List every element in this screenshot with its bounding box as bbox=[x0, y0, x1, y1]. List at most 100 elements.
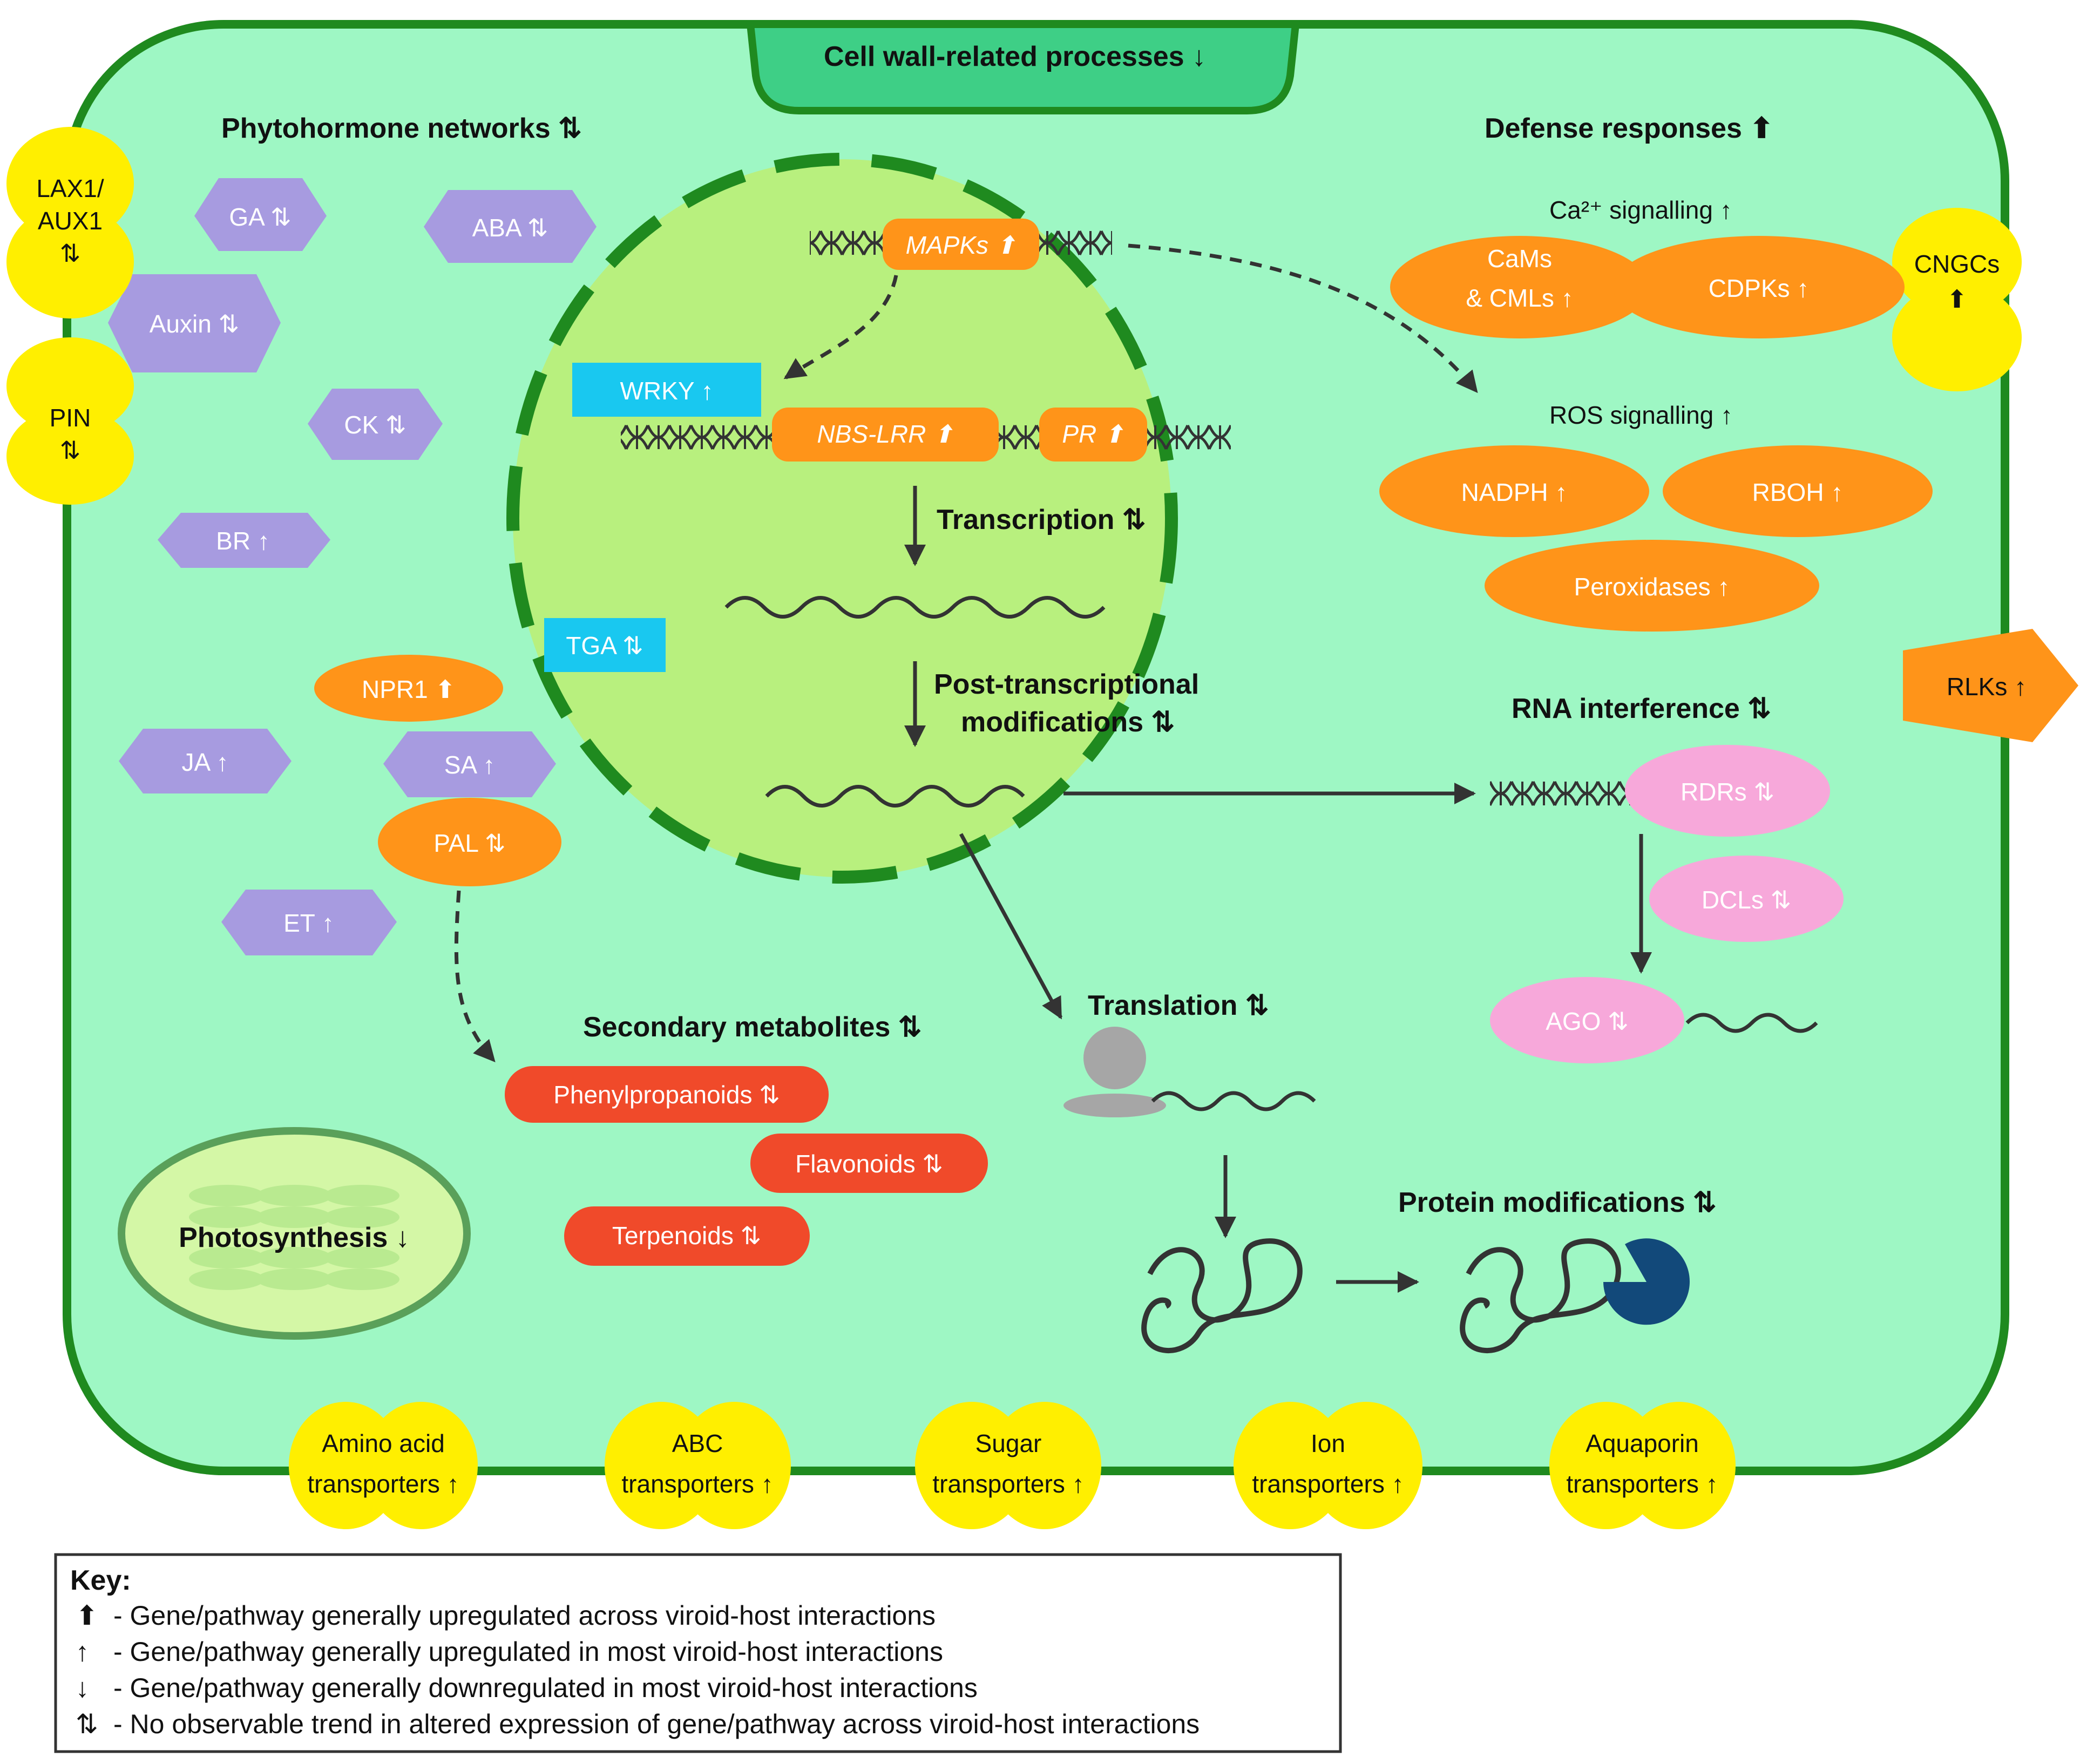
pr-label: PR ⬆ bbox=[1062, 420, 1124, 448]
pin-line2: ⇅ bbox=[60, 436, 81, 464]
key-symbol-3: ↓ bbox=[76, 1673, 89, 1703]
mrna-to-translation-arrow bbox=[959, 833, 1063, 1020]
amino-acid-transporter: Amino acid transporters ↑ bbox=[289, 1402, 478, 1529]
pal-node bbox=[378, 798, 561, 886]
pal-label: PAL ⇅ bbox=[433, 829, 505, 857]
pin-line1: PIN bbox=[50, 404, 91, 432]
hormone-ga-label: GA ⇅ bbox=[229, 203, 291, 231]
key-symbol-1: ⬆ bbox=[76, 1600, 98, 1631]
lax1-line2: AUX1 bbox=[38, 207, 103, 235]
tga-box bbox=[544, 618, 666, 672]
sirna-strand bbox=[1685, 1013, 1818, 1033]
key-text-1: - Gene/pathway generally upregulated acr… bbox=[113, 1600, 936, 1631]
modified-protein-icon bbox=[1460, 1238, 1621, 1353]
abc-transporter: ABC transporters ↑ bbox=[605, 1402, 791, 1529]
nbs-lrr-gene bbox=[772, 408, 999, 462]
peroxidases-node bbox=[1485, 540, 1819, 632]
translation-title: Translation ⇅ bbox=[1088, 990, 1269, 1021]
pin-transporter: PIN ⇅ bbox=[6, 337, 134, 505]
aquaporin-line1: Aquaporin bbox=[1586, 1429, 1699, 1457]
rdrs-node bbox=[1625, 745, 1830, 837]
post-transcription-line2: modifications ⇅ bbox=[961, 707, 1175, 738]
key-text-4: - No observable trend in altered express… bbox=[113, 1709, 1200, 1739]
rnai-title: RNA interference ⇅ bbox=[1512, 693, 1771, 724]
cams-line2: & CMLs ↑ bbox=[1466, 284, 1573, 312]
abc-line2: transporters ↑ bbox=[621, 1470, 773, 1498]
pal-to-metabolites-arrow bbox=[454, 890, 496, 1063]
hormone-br-label: BR ↑ bbox=[216, 527, 270, 555]
nbs-lrr-label: NBS-LRR ⬆ bbox=[817, 420, 953, 448]
rdrs-label: RDRs ⇅ bbox=[1681, 778, 1774, 806]
amino-acid-line1: Amino acid bbox=[322, 1429, 445, 1457]
hormone-et-label: ET ↑ bbox=[283, 909, 334, 937]
folded-protein-icon bbox=[1141, 1238, 1303, 1353]
post-transcription-line1: Post-transcriptional bbox=[934, 669, 1199, 700]
hormone-sa-label: SA ↑ bbox=[444, 751, 496, 779]
thylakoid-stacks bbox=[189, 1185, 399, 1290]
key-box bbox=[54, 1553, 1342, 1753]
hormone-ja: JA ↑ bbox=[119, 729, 292, 793]
transcription-label: Transcription ⇅ bbox=[937, 504, 1146, 535]
aquaporin-line2: transporters ↑ bbox=[1566, 1470, 1718, 1498]
dcls-label: DCLs ⇅ bbox=[1702, 886, 1791, 914]
tga-label: TGA ⇅ bbox=[566, 632, 643, 660]
hormone-aba-label: ABA ⇅ bbox=[472, 214, 548, 242]
abc-line1: ABC bbox=[672, 1429, 723, 1457]
amino-acid-line2: transporters ↑ bbox=[307, 1470, 459, 1498]
hormone-auxin: Auxin ⇅ bbox=[108, 274, 281, 372]
modifying-enzyme-icon bbox=[1603, 1238, 1690, 1325]
npr1-label: NPR1 ⬆ bbox=[362, 675, 456, 703]
photosynthesis-label: Photosynthesis ↓ bbox=[179, 1222, 410, 1253]
protein-modifications-title: Protein modifications ⇅ bbox=[1398, 1187, 1717, 1218]
ribosome-base-icon bbox=[1063, 1094, 1166, 1117]
cams-cmls-node bbox=[1390, 236, 1649, 338]
ago-label: AGO ⇅ bbox=[1546, 1007, 1629, 1035]
sugar-line2: transporters ↑ bbox=[932, 1470, 1084, 1498]
nadph-node bbox=[1379, 445, 1649, 537]
hormone-ck-label: CK ⇅ bbox=[344, 411, 406, 439]
mrna-transcript bbox=[724, 596, 1106, 619]
ago-node bbox=[1490, 977, 1684, 1063]
hormone-ck: CK ⇅ bbox=[308, 389, 443, 460]
rboh-label: RBOH ↑ bbox=[1752, 478, 1844, 506]
sugar-line1: Sugar bbox=[975, 1429, 1042, 1457]
hormone-aba: ABA ⇅ bbox=[424, 190, 597, 263]
wrky-label: WRKY ↑ bbox=[620, 377, 714, 405]
mature-mrna bbox=[765, 785, 1025, 808]
hormone-ja-label: JA ↑ bbox=[182, 748, 229, 776]
rboh-node bbox=[1663, 445, 1933, 537]
key-text-2: - Gene/pathway generally upregulated in … bbox=[113, 1637, 943, 1667]
key-symbol-2: ↑ bbox=[76, 1637, 89, 1667]
hormone-br: BR ↑ bbox=[158, 513, 330, 568]
flavonoids-label: Flavonoids ⇅ bbox=[795, 1150, 943, 1178]
cdpks-label: CDPKs ↑ bbox=[1709, 274, 1810, 302]
npr1-node bbox=[314, 655, 503, 722]
ion-line2: transporters ↑ bbox=[1252, 1470, 1404, 1498]
dcls-node bbox=[1649, 856, 1844, 942]
phytohormone-title: Phytohormone networks ⇅ bbox=[221, 113, 582, 144]
cngcs-channel: CNGCs ⬆ bbox=[1892, 208, 2022, 391]
aquaporin-transporter: Aquaporin transporters ↑ bbox=[1549, 1402, 1736, 1529]
lax1-line1: LAX1/ bbox=[36, 174, 104, 202]
mapks-to-wrky-arrow bbox=[783, 275, 898, 379]
key-symbol-4: ⇅ bbox=[76, 1709, 98, 1739]
phenylpropanoids-label: Phenylpropanoids ⇅ bbox=[553, 1081, 780, 1109]
translating-mrna bbox=[1151, 1091, 1316, 1111]
hormone-auxin-label: Auxin ⇅ bbox=[150, 310, 239, 338]
hormone-sa: SA ↑ bbox=[383, 731, 556, 797]
rlks-receptor: RLKs ↑ bbox=[1903, 629, 2078, 742]
secondary-metabolites-title: Secondary metabolites ⇅ bbox=[583, 1012, 922, 1043]
nadph-label: NADPH ↑ bbox=[1461, 478, 1568, 506]
terpenoids-box bbox=[564, 1206, 810, 1266]
nucleus bbox=[506, 153, 1178, 884]
terpenoids-label: Terpenoids ⇅ bbox=[612, 1222, 761, 1250]
mapks-label: MAPKs ⬆ bbox=[906, 231, 1017, 259]
ros-signalling-title: ROS signalling ↑ bbox=[1549, 401, 1733, 429]
cell-wall-label: Cell wall-related processes ↓ bbox=[824, 41, 1206, 72]
defense-title: Defense responses ⬆ bbox=[1485, 113, 1773, 144]
mapks-gene bbox=[883, 219, 1039, 270]
pr-gene bbox=[1039, 408, 1147, 462]
ion-transporter: Ion transporters ↑ bbox=[1234, 1402, 1422, 1529]
